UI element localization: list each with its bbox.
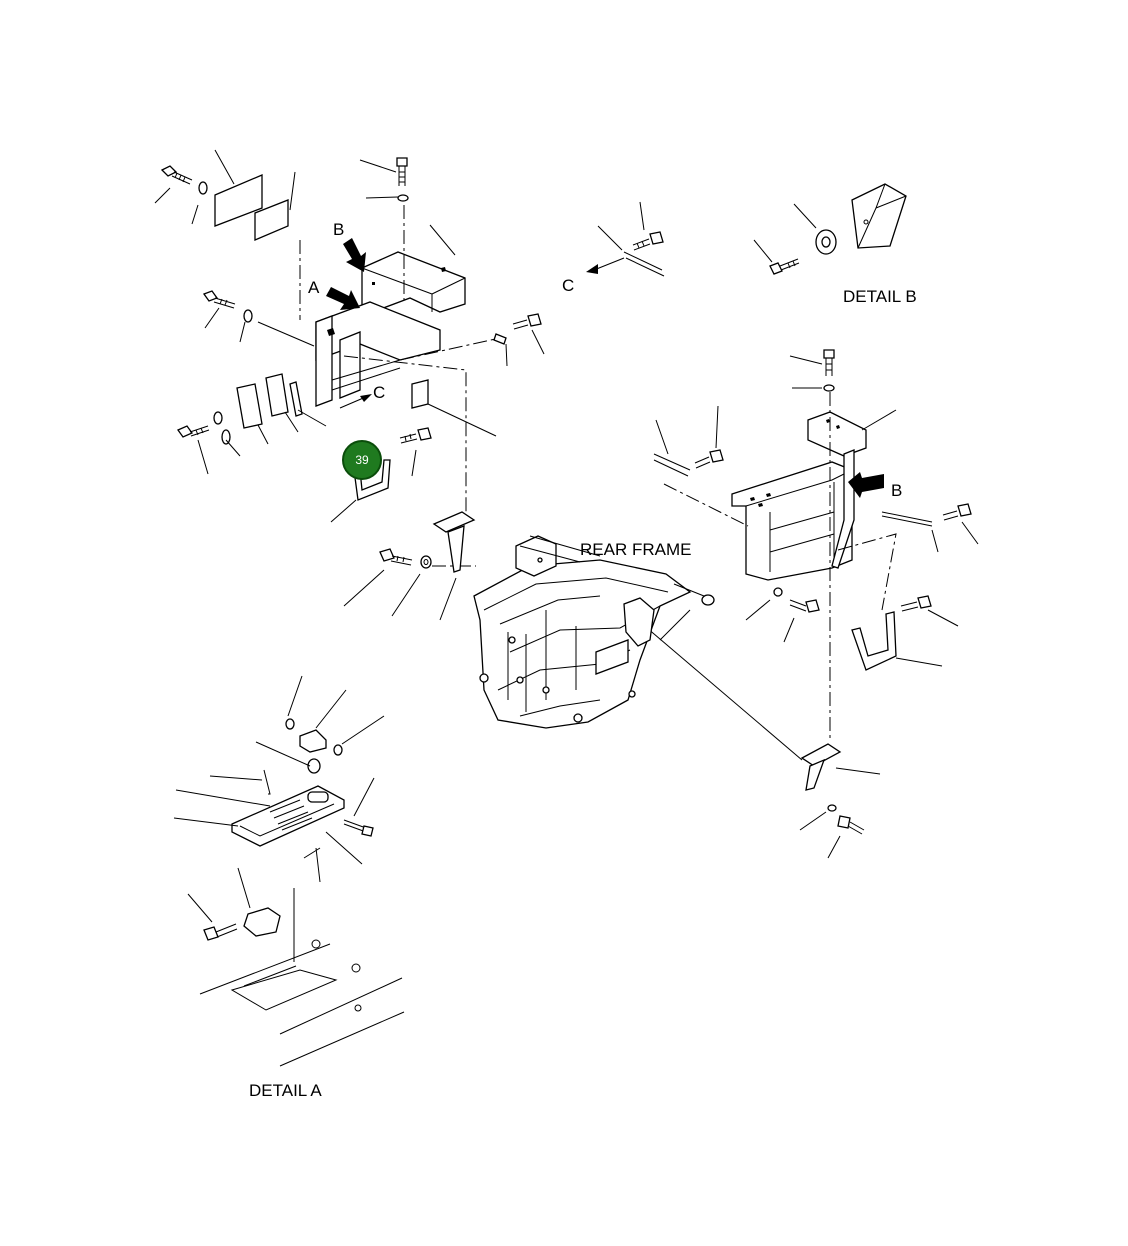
bolt-icon xyxy=(942,503,972,521)
bolt-icon xyxy=(396,157,408,186)
bolt-icon xyxy=(343,819,374,837)
bolt-icon xyxy=(177,425,210,438)
arrow-b-icon xyxy=(848,472,884,498)
bolt-icon xyxy=(837,815,865,835)
bolt-icon xyxy=(379,548,413,566)
arrow-a-icon xyxy=(326,287,360,310)
bolt-icon xyxy=(900,595,932,612)
left-upper-brackets xyxy=(154,149,545,523)
bolt-icon xyxy=(694,449,724,469)
bolt-icon xyxy=(823,349,835,376)
bolt-icon xyxy=(202,290,236,309)
bolt-icon xyxy=(769,258,800,275)
bolt-icon xyxy=(399,427,432,444)
bolt-icon xyxy=(203,923,238,941)
arrow-label-c-left: C xyxy=(373,383,386,402)
detail-a-title: DETAIL A xyxy=(249,1081,322,1100)
arrow-label-b-right: B xyxy=(891,481,903,500)
bolt-icon xyxy=(632,231,664,251)
detail-b-title: DETAIL B xyxy=(843,287,917,306)
arrow-b-icon xyxy=(343,238,366,272)
rear-frame-parts xyxy=(343,511,715,729)
detail-b-parts xyxy=(753,183,907,275)
item-callout-39[interactable]: 39 xyxy=(342,440,382,480)
detail-a-parts xyxy=(173,675,405,1067)
detail-c-parts xyxy=(586,201,665,277)
arrow-label-c-top: C xyxy=(562,276,575,295)
bolt-icon xyxy=(512,313,542,330)
arrow-label-b: B xyxy=(333,220,345,239)
bolt-icon xyxy=(160,165,193,185)
arrow-label-a: A xyxy=(308,278,320,297)
right-assembly xyxy=(639,349,979,859)
bolt-icon xyxy=(789,599,820,613)
rear-frame-label: REAR FRAME xyxy=(580,540,692,559)
